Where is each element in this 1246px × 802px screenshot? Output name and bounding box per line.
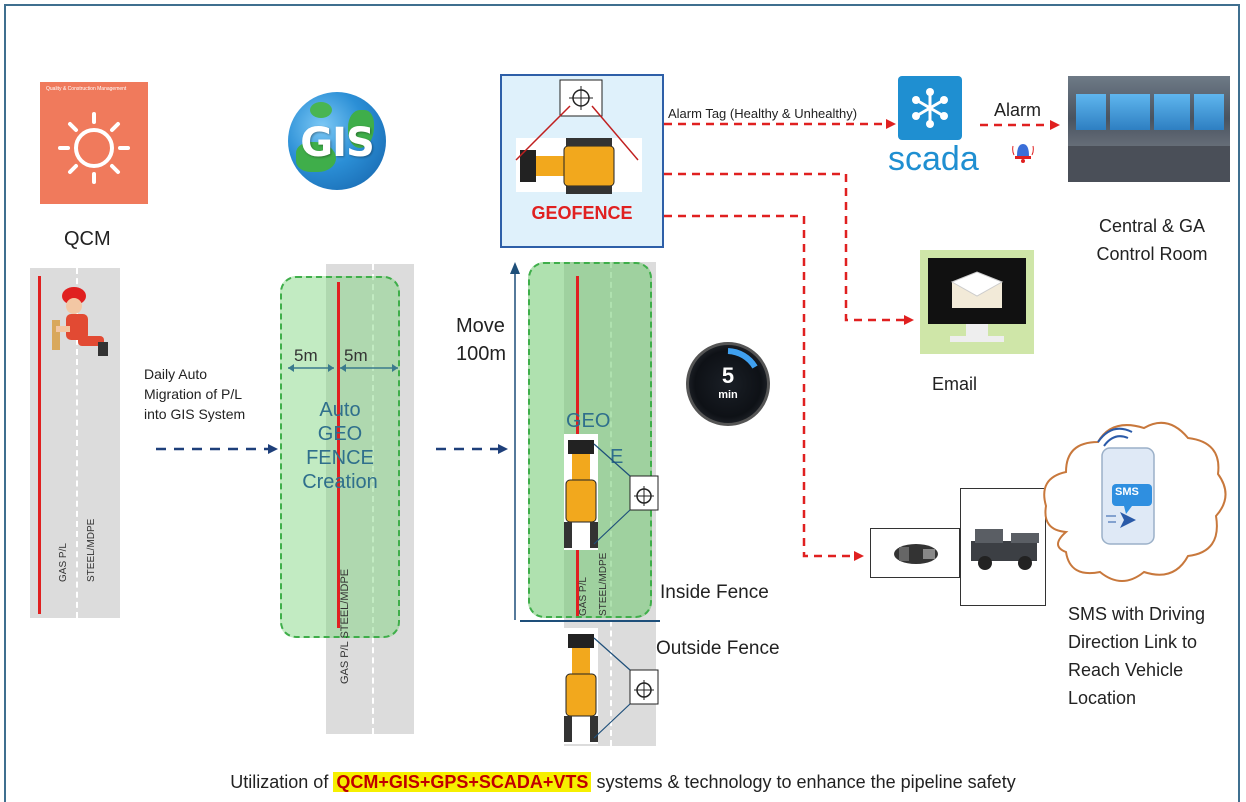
left-pipeline <box>38 276 41 614</box>
migration-arrow <box>156 444 278 454</box>
creation-arrow <box>436 444 508 454</box>
right-road-label-1: GAS P/L <box>578 577 589 616</box>
vehicle-box <box>960 488 1046 606</box>
footer-caption: Utilization of QCM+GIS+GPS+SCADA+VTS sys… <box>0 772 1246 793</box>
envelope-icon <box>950 271 1004 308</box>
middle-road-label: GAS P/L STEEL/MDPE <box>339 568 351 684</box>
gps-tracker-icon <box>894 544 938 564</box>
sms-line-2: Direction Link to <box>1068 632 1198 652</box>
sun-icon <box>58 112 130 184</box>
migration-line-2: Migration of P/L <box>144 386 243 402</box>
fence-width-right: 5m <box>344 346 368 365</box>
control-room-line-1: Central & GA <box>1098 216 1206 236</box>
excavator-outside-icon <box>564 628 659 744</box>
qcm-tile-caption: Quality & Construction Management <box>46 86 127 92</box>
gis-globe-text: GIS <box>300 120 375 166</box>
outside-fence-label: Outside Fence <box>656 638 780 659</box>
sms-bubble-text: SMS <box>1115 486 1139 498</box>
auto-geofence-line-4: Creation <box>302 471 378 493</box>
left-road-label-2: STEEL/MDPE <box>86 518 97 582</box>
middle-pipeline <box>337 282 340 628</box>
move-line-2: 100m <box>456 343 507 365</box>
vehicle-arrow <box>664 214 864 561</box>
inside-fence-label: Inside Fence <box>660 582 769 603</box>
control-room-line-2: Control Room <box>1096 244 1208 264</box>
alarm-tag-label: Alarm Tag (Healthy & Unhealthy) <box>668 106 858 121</box>
control-room-label: Central & GA Control Room <box>1072 212 1232 268</box>
overlay-geo-text: GEO <box>566 410 611 432</box>
bell-icon <box>1012 144 1034 163</box>
auto-geofence-zone <box>280 276 400 638</box>
left-road-label-1: GAS P/L <box>58 543 69 582</box>
geofence-graphic <box>515 79 642 194</box>
excavator-inside-icon <box>564 434 659 550</box>
footer-highlight: QCM+GIS+GPS+SCADA+VTS <box>333 772 592 792</box>
scada-icon <box>898 76 962 140</box>
pickup-truck-icon <box>971 529 1039 570</box>
auto-geofence-line-1: Auto <box>319 399 361 421</box>
footer-suffix: systems & technology to enhance the pipe… <box>596 772 1016 792</box>
diagram-frame <box>4 4 1240 802</box>
email-monitor-icon <box>920 250 1034 354</box>
gps-tracker-box <box>870 528 960 578</box>
migration-line-1: Daily Auto <box>144 366 208 382</box>
middle-road-lane <box>372 264 374 734</box>
alarm-arrow <box>980 120 1060 130</box>
migration-text: Daily Auto Migration of P/L into GIS Sys… <box>144 364 245 424</box>
migration-line-3: into GIS System <box>144 406 246 422</box>
sms-line-3: Reach Vehicle <box>1068 660 1184 680</box>
left-road-lane <box>76 268 78 618</box>
control-room-photo <box>1068 76 1230 182</box>
auto-geofence-text: Auto GEO FENCE Creation <box>280 398 400 494</box>
scada-wordmark: scada <box>888 140 979 178</box>
geofence-title: GEOFENCE <box>531 203 633 223</box>
fence-boundary-line <box>520 620 660 622</box>
auto-geofence-line-2: GEO <box>317 423 363 445</box>
fence-width-arrows <box>288 364 398 372</box>
footer-prefix: Utilization of <box>230 772 329 792</box>
alarm-label: Alarm <box>994 100 1042 120</box>
qcm-logo-tile: Quality & Construction Management <box>40 82 148 204</box>
sms-description: SMS with Driving Direction Link to Reach… <box>1068 600 1205 712</box>
timer-icon: 5 min <box>686 342 770 426</box>
overlay-e-text: E <box>610 446 624 468</box>
worker-icon <box>52 287 108 356</box>
gis-globe-icon: GIS <box>288 92 386 190</box>
move-arrow <box>510 262 520 620</box>
alarm-tag-arrow <box>664 119 896 129</box>
auto-geofence-line-3: FENCE <box>306 447 374 469</box>
geofence-box: GEOFENCE <box>500 74 664 248</box>
sms-line-1: SMS with Driving <box>1068 604 1206 624</box>
sms-cloud <box>1043 421 1227 582</box>
email-arrow <box>664 172 914 325</box>
timer-unit: min <box>718 389 738 401</box>
sms-line-4: Location <box>1068 688 1137 708</box>
move-text: Move 100m <box>456 312 506 368</box>
timer-value: 5 <box>721 363 735 388</box>
email-label: Email <box>932 374 978 394</box>
right-road-label-2: STEEL/MDPE <box>598 552 609 616</box>
move-line-1: Move <box>456 315 505 337</box>
fence-width-left: 5m <box>294 346 318 365</box>
qcm-label: QCM <box>64 228 111 250</box>
